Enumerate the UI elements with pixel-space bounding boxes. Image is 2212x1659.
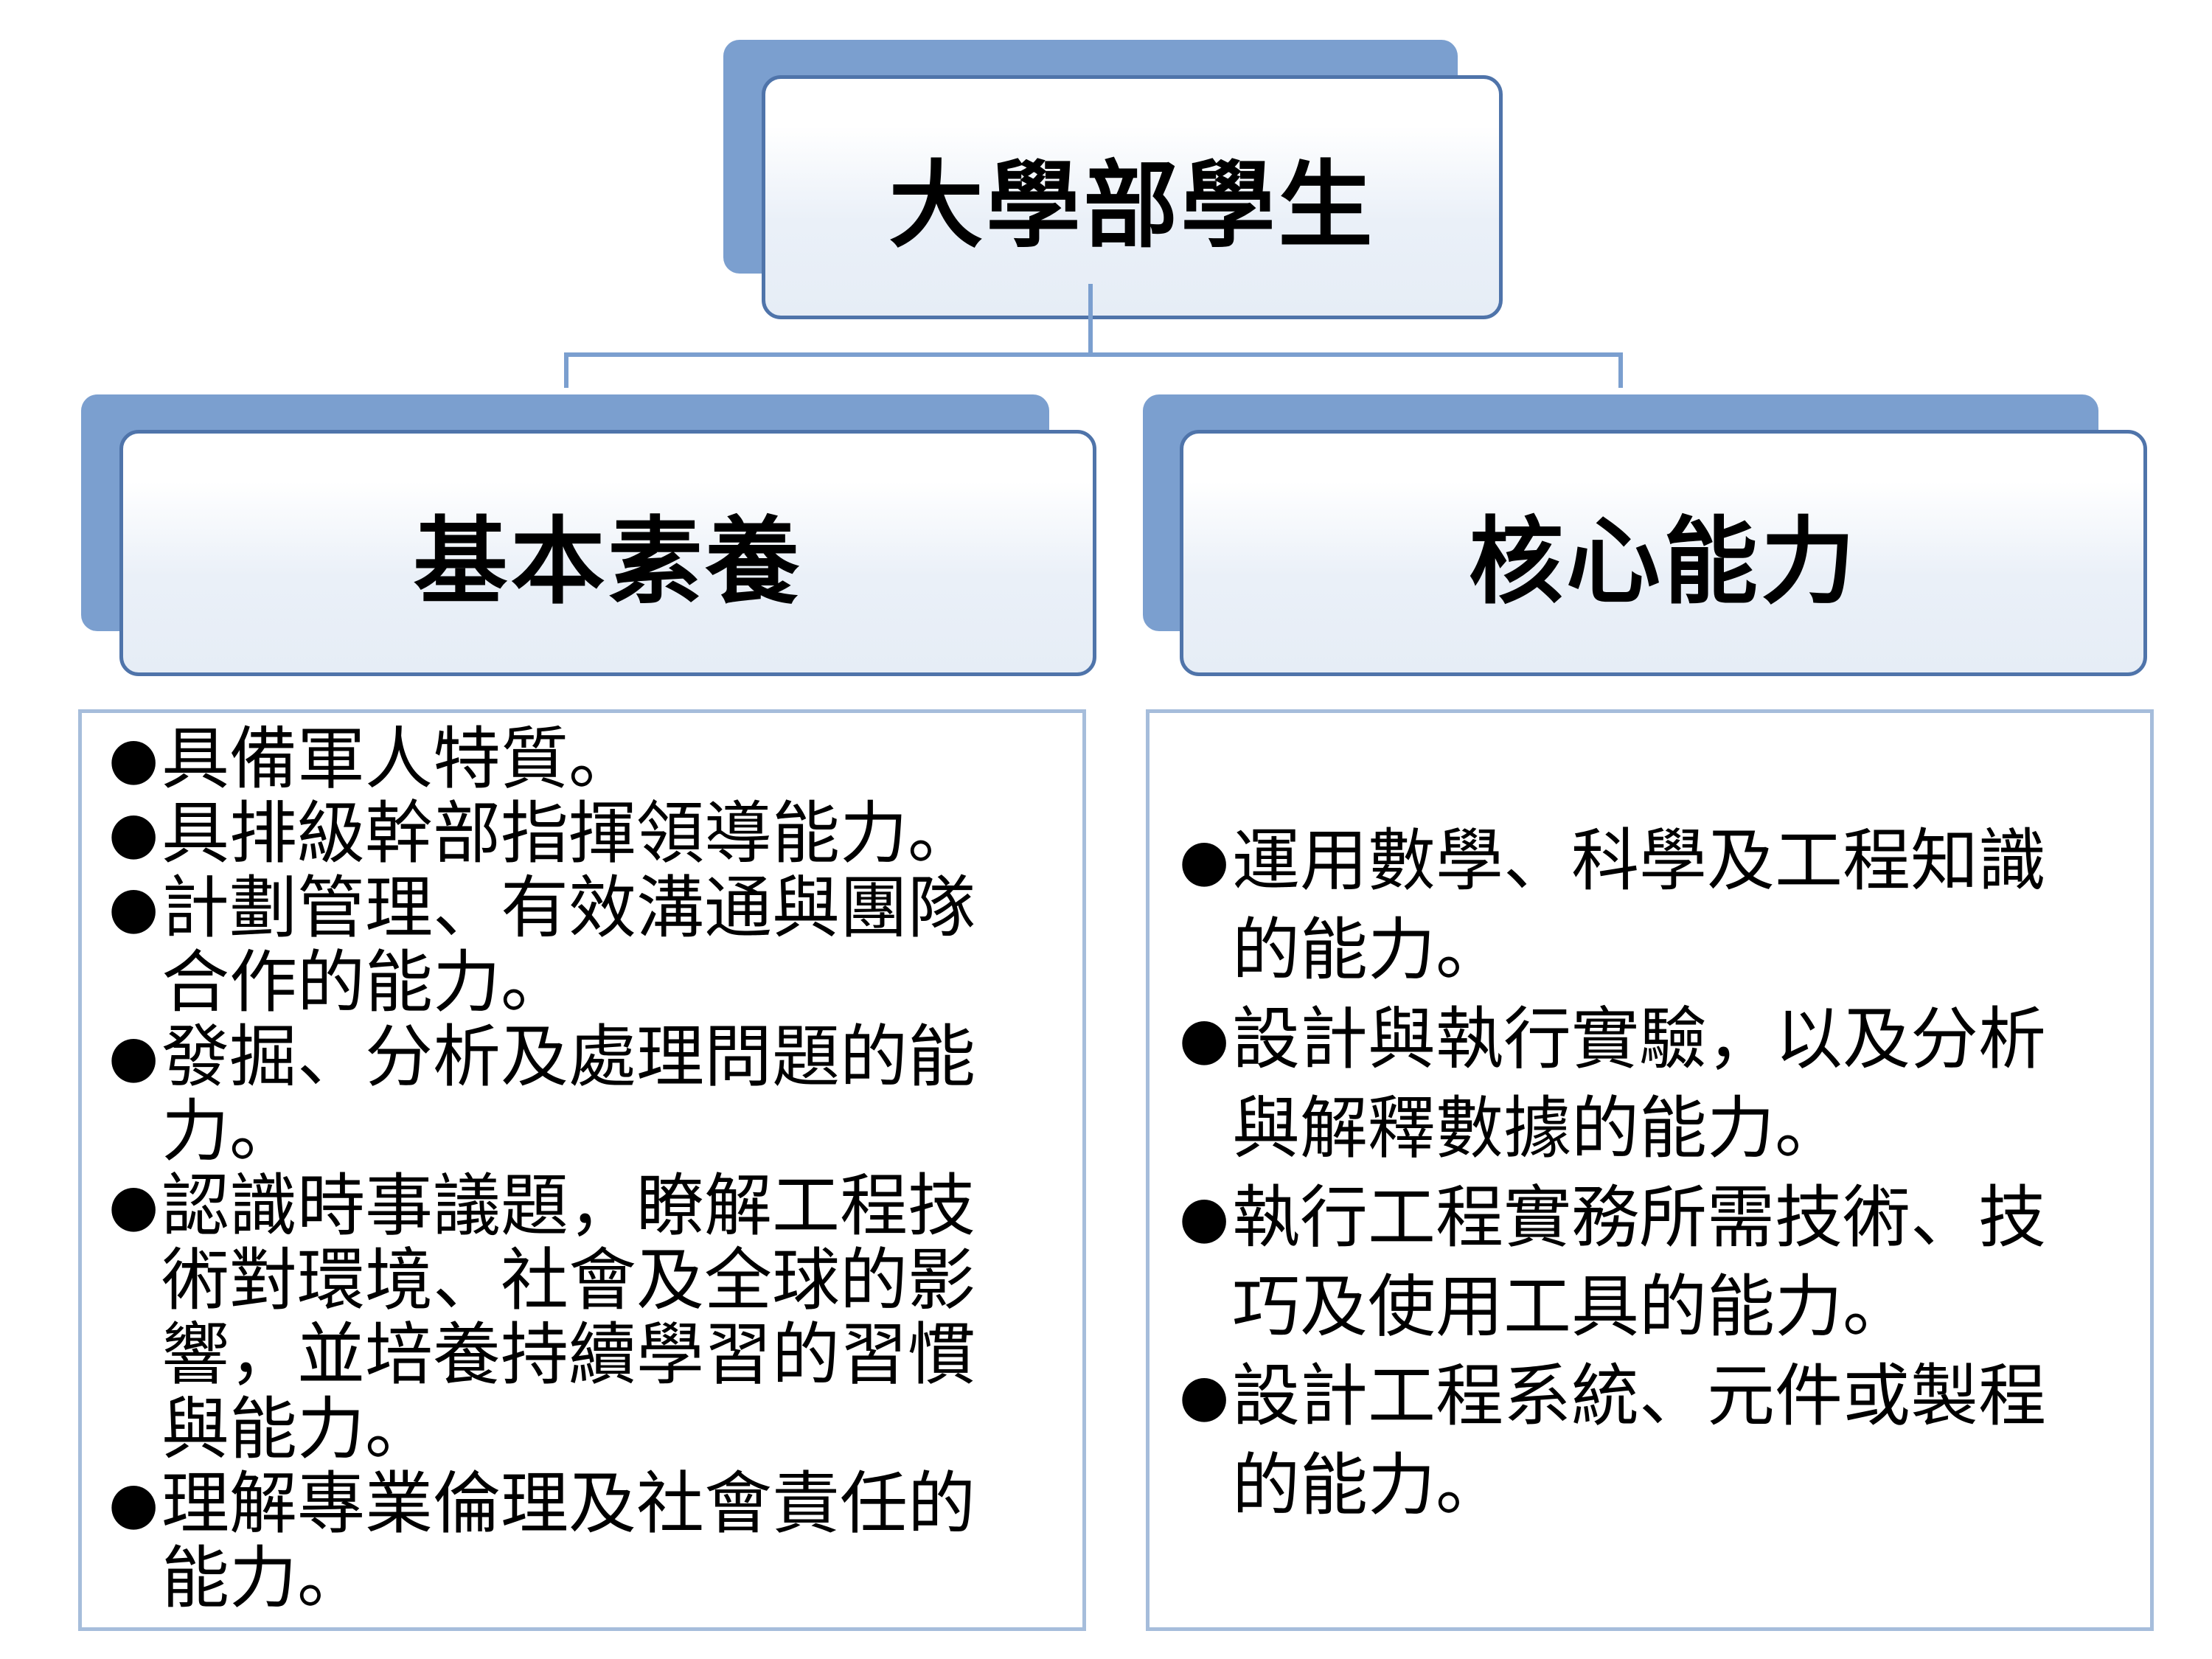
list-item-text: 計劃管理、有效溝通與團隊 bbox=[161, 869, 976, 947]
list-item: ●執行工程實務所需技術、技巧及使用工具的能力。 bbox=[1179, 1173, 2150, 1352]
bullet-icon: ● bbox=[1179, 1363, 1230, 1429]
list-item-text: 理解專業倫理及社會責任的 bbox=[161, 1464, 976, 1543]
bullet-icon: ● bbox=[1179, 827, 1230, 894]
list-item-text: 發掘、分析及處理問題的能 bbox=[161, 1018, 976, 1096]
bullet-icon: ● bbox=[108, 1023, 159, 1090]
bullet-icon: ● bbox=[108, 874, 159, 941]
core-competency-title: 核心能力 bbox=[1468, 507, 1858, 617]
bullet-icon: ● bbox=[108, 726, 159, 792]
basic-literacy-title: 基本素養 bbox=[413, 507, 803, 617]
list-item-text: 設計工程系統、元件或製程 bbox=[1232, 1357, 2047, 1436]
list-item-text: 術對環境、社會及全球的影 bbox=[161, 1241, 976, 1320]
basic-literacy-list: ●具備軍人特質。●具排級幹部指揮領導能力。●計劃管理、有效溝通與團隊合作的能力。… bbox=[78, 709, 1086, 1631]
list-item-text: 與能力。 bbox=[161, 1390, 434, 1469]
connector-right-down bbox=[1618, 352, 1623, 388]
list-item: ●具備軍人特質。 bbox=[108, 722, 1082, 796]
list-item: ●理解專業倫理及社會責任的能力。 bbox=[108, 1467, 1082, 1615]
bullet-icon: ● bbox=[108, 1470, 159, 1537]
basic-literacy-node: 基本素養 bbox=[119, 430, 1096, 676]
list-item-text: 設計與執行實驗，以及分析 bbox=[1232, 1000, 2047, 1079]
list-item-text: 的能力。 bbox=[1232, 1446, 1504, 1525]
core-competency-node: 核心能力 bbox=[1180, 430, 2147, 676]
bullet-icon: ● bbox=[108, 800, 159, 866]
bullet-icon: ● bbox=[1179, 1006, 1230, 1072]
list-item-text: 能力。 bbox=[161, 1539, 366, 1618]
connector-root-down bbox=[1088, 284, 1093, 357]
root-node: 大學部學生 bbox=[762, 75, 1503, 319]
bullet-icon: ● bbox=[1179, 1184, 1230, 1251]
list-item-text: 的能力。 bbox=[1232, 911, 1504, 990]
list-item-text: 具備軍人特質。 bbox=[161, 720, 637, 799]
connector-left-down bbox=[564, 352, 568, 388]
list-item: ●運用數學、科學及工程知識的能力。 bbox=[1179, 816, 2150, 995]
list-item: ●設計與執行實驗，以及分析與解釋數據的能力。 bbox=[1179, 995, 2150, 1173]
list-item-text: 具排級幹部指揮領導能力。 bbox=[161, 794, 976, 873]
list-item-text: 執行工程實務所需技術、技 bbox=[1232, 1178, 2047, 1257]
list-item: ●認識時事議題，瞭解工程技術對環境、社會及全球的影響，並培養持續學習的習慣與能力… bbox=[108, 1169, 1082, 1467]
root-node-title: 大學部學生 bbox=[888, 151, 1376, 261]
list-item-text: 認識時事議題，瞭解工程技 bbox=[161, 1166, 976, 1245]
connector-horizontal bbox=[564, 352, 1623, 357]
list-item: ●發掘、分析及處理問題的能力。 bbox=[108, 1020, 1082, 1169]
list-item: ●具排級幹部指揮領導能力。 bbox=[108, 796, 1082, 871]
list-item-text: 運用數學、科學及工程知識 bbox=[1232, 821, 2047, 900]
list-item-text: 力。 bbox=[161, 1092, 298, 1171]
list-item-text: 響，並培養持續學習的習慣 bbox=[161, 1315, 976, 1394]
list-item-text: 巧及使用工具的能力。 bbox=[1232, 1267, 1911, 1346]
list-item-text: 與解釋數據的能力。 bbox=[1232, 1089, 1843, 1168]
list-item: ●設計工程系統、元件或製程的能力。 bbox=[1179, 1352, 2150, 1530]
list-item-text: 合作的能力。 bbox=[161, 943, 569, 1022]
bullet-icon: ● bbox=[108, 1172, 159, 1239]
list-item: ●計劃管理、有效溝通與團隊合作的能力。 bbox=[108, 871, 1082, 1020]
core-competency-list: ●運用數學、科學及工程知識的能力。●設計與執行實驗，以及分析與解釋數據的能力。●… bbox=[1146, 709, 2154, 1631]
